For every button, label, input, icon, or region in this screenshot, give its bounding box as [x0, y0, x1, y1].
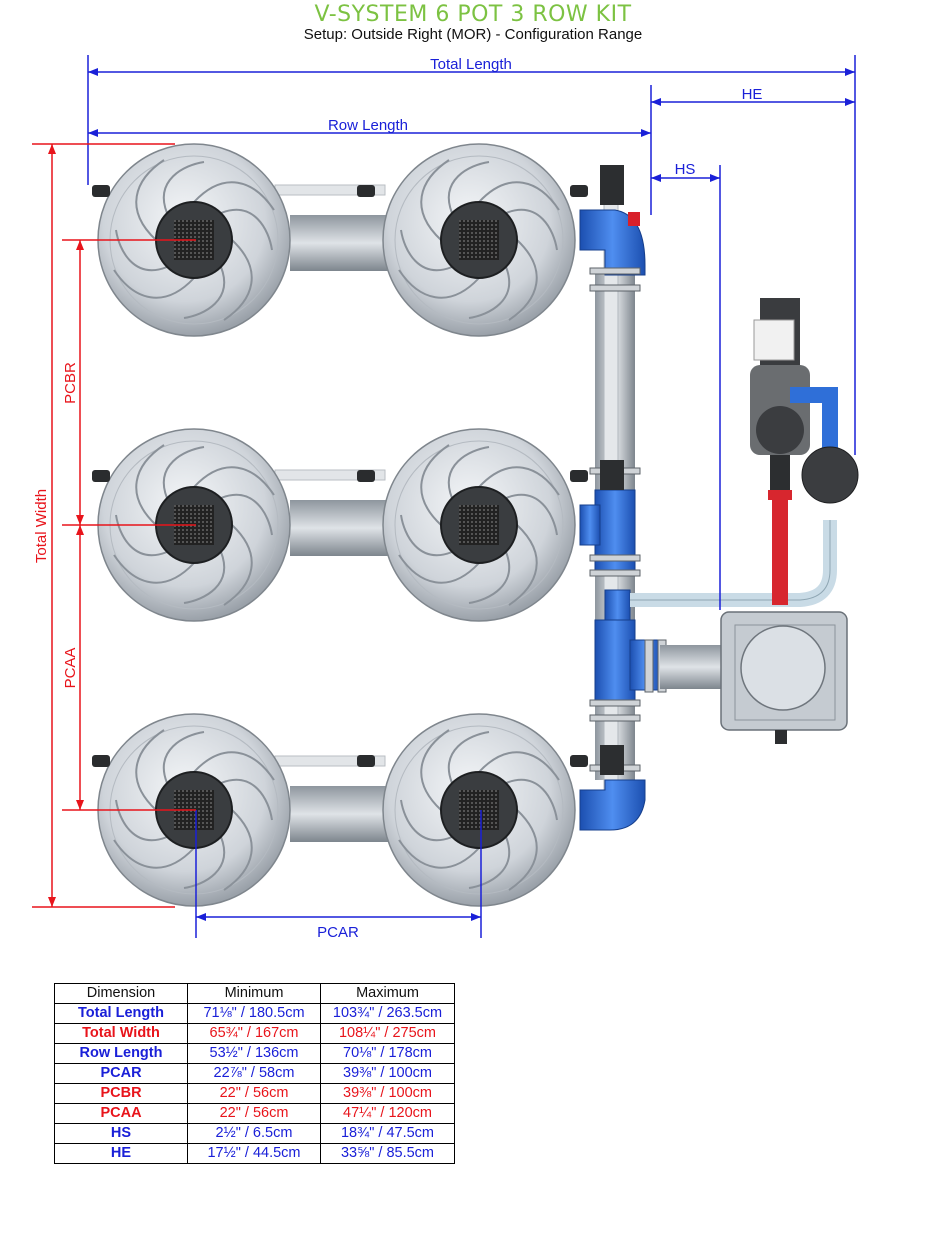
- blue-tee: [594, 619, 636, 701]
- reservoir-hose: [660, 645, 722, 689]
- table-cell-dimension: Row Length: [54, 1043, 188, 1064]
- table-cell-max: 39⅜" / 100cm: [320, 1063, 455, 1084]
- table-cell-min: 22" / 56cm: [187, 1083, 321, 1104]
- pipe-tee: [600, 745, 624, 775]
- table-cell-max: 18¾" / 47.5cm: [320, 1123, 455, 1144]
- return-line: [630, 520, 837, 607]
- filter-canister: [801, 446, 859, 504]
- table-cell-dimension: Total Length: [54, 1003, 188, 1024]
- label-row-length: Row Length: [328, 117, 408, 134]
- table-cell-max: 47¼" / 120cm: [320, 1103, 455, 1124]
- drain-valve: [570, 755, 588, 767]
- table-cell-dimension: HE: [54, 1143, 188, 1164]
- table-cell-max: 108¼" / 275cm: [320, 1023, 455, 1044]
- reservoir-lid: [740, 625, 826, 711]
- hose-clamp: [589, 267, 641, 275]
- table-cell-min: 71⅛" / 180.5cm: [187, 1003, 321, 1024]
- label-total-width: Total Width: [33, 489, 50, 563]
- drain-valve: [570, 185, 588, 197]
- table-cell-dimension: PCBR: [54, 1083, 188, 1104]
- page-subtitle: Setup: Outside Right (MOR) - Configurati…: [303, 26, 643, 43]
- table-cell-min: 65¾" / 167cm: [187, 1023, 321, 1044]
- label-total-length: Total Length: [430, 56, 512, 73]
- label-pcaa: PCAA: [62, 648, 79, 689]
- red-valve: [628, 212, 640, 226]
- table-cell-dimension: HS: [54, 1123, 188, 1144]
- pump-union: [756, 406, 804, 454]
- hose-clamp: [589, 699, 641, 707]
- reservoir-drain: [775, 730, 787, 744]
- row-hose: [290, 500, 390, 556]
- table-header: Maximum: [320, 983, 455, 1004]
- pot: [382, 713, 576, 907]
- table-cell-dimension: PCAA: [54, 1103, 188, 1124]
- page-title: V-SYSTEM 6 POT 3 ROW KIT: [314, 2, 632, 27]
- pot: [382, 428, 576, 622]
- table-cell-dimension: Total Width: [54, 1023, 188, 1044]
- hose-clamp: [589, 569, 641, 577]
- pipe-tee: [600, 460, 624, 490]
- table-cell-min: 22" / 56cm: [187, 1103, 321, 1124]
- hose-clamp: [589, 554, 641, 562]
- row-hose: [290, 786, 390, 842]
- table-row: HE 17½" / 44.5cm 33⅝" / 85.5cm: [54, 1143, 455, 1164]
- drain-valve: [92, 470, 110, 482]
- drain-valve: [357, 755, 375, 767]
- table-row: Row Length 53½" / 136cm 70⅛" / 178cm: [54, 1043, 455, 1064]
- hose-clamp: [589, 284, 641, 292]
- table-cell-max: 70⅛" / 178cm: [320, 1043, 455, 1064]
- row-hose: [290, 215, 390, 271]
- drain-valve: [357, 470, 375, 482]
- drain-valve: [92, 755, 110, 767]
- pipe-tee: [600, 165, 624, 205]
- system-diagram: Total Length HE Row Length HS PCAR PCBR …: [32, 55, 859, 941]
- dimension-table: Dimension Minimum Maximum Total Length 7…: [54, 983, 455, 1164]
- drain-valve: [570, 470, 588, 482]
- label-he: HE: [742, 86, 763, 103]
- table-header: Minimum: [187, 983, 321, 1004]
- table-row: PCAR 22⅞" / 58cm 39⅜" / 100cm: [54, 1063, 455, 1084]
- blue-elbow: [579, 779, 646, 831]
- table-cell-max: 33⅝" / 85.5cm: [320, 1143, 455, 1164]
- red-supply-pipe: [772, 500, 788, 605]
- table-cell-min: 17½" / 44.5cm: [187, 1143, 321, 1164]
- hose-clamp: [644, 639, 654, 693]
- label-pcbr: PCBR: [62, 362, 79, 404]
- label-pcar: PCAR: [317, 924, 359, 941]
- table-cell-dimension: PCAR: [54, 1063, 188, 1084]
- table-cell-max: 39⅜" / 100cm: [320, 1083, 455, 1104]
- table-row: Total Width 65¾" / 167cm 108¼" / 275cm: [54, 1023, 455, 1044]
- hose-clamp: [589, 714, 641, 722]
- blue-tee: [579, 504, 601, 546]
- drain-valve: [92, 185, 110, 197]
- red-valve: [768, 490, 792, 500]
- table-row: PCBR 22" / 56cm 39⅜" / 100cm: [54, 1083, 455, 1104]
- table-cell-min: 2½" / 6.5cm: [187, 1123, 321, 1144]
- table-row: Total Length 71⅛" / 180.5cm 103¾" / 263.…: [54, 1003, 455, 1024]
- blue-tee: [604, 589, 631, 621]
- table-cell-max: 103¾" / 263.5cm: [320, 1003, 455, 1024]
- table-cell-min: 53½" / 136cm: [187, 1043, 321, 1064]
- pump-label: [753, 319, 795, 361]
- table-header-row: Dimension Minimum Maximum: [54, 983, 455, 1004]
- table-header: Dimension: [54, 983, 188, 1004]
- pump-outlet: [770, 455, 790, 500]
- drain-valve: [357, 185, 375, 197]
- pot: [382, 143, 576, 337]
- table-cell-min: 22⅞" / 58cm: [187, 1063, 321, 1084]
- table-row: HS 2½" / 6.5cm 18¾" / 47.5cm: [54, 1123, 455, 1144]
- table-row: PCAA 22" / 56cm 47¼" / 120cm: [54, 1103, 455, 1124]
- label-hs: HS: [675, 161, 696, 178]
